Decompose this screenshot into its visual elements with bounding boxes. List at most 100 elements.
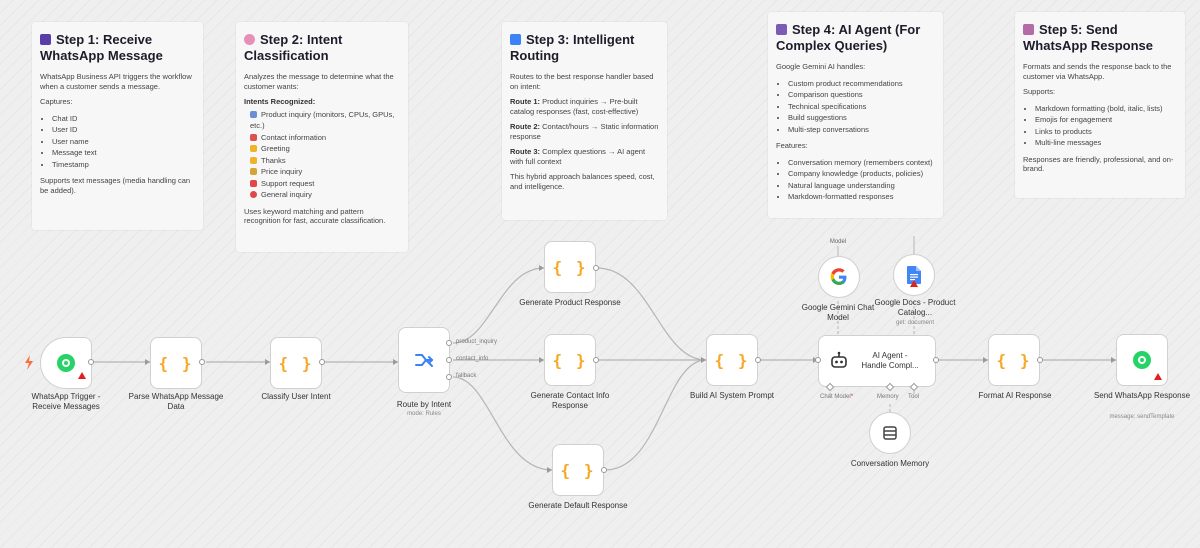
switch-route-icon: [415, 354, 434, 367]
whatsapp-trigger-label: WhatsApp Trigger - Receive Messages: [31, 392, 101, 411]
gemini-port-label: Model: [829, 239, 847, 245]
conversation-memory-label: Conversation Memory: [850, 459, 930, 468]
list-item: Links to products: [1035, 126, 1177, 138]
arrow-head: [265, 359, 270, 365]
google-g-icon: [830, 268, 847, 285]
generate-product-node[interactable]: { }: [544, 241, 596, 293]
note-step-1-footer: Supports text messages (media handling c…: [40, 176, 191, 195]
output-handle[interactable]: [199, 359, 205, 365]
ai-agent-label: AI Agent - Handle Compl...: [861, 351, 919, 370]
output-handle[interactable]: [593, 265, 599, 271]
input-handle[interactable]: [815, 357, 821, 363]
parse-message-node[interactable]: { }: [150, 337, 202, 389]
output-handle[interactable]: [319, 359, 325, 365]
code-braces-icon: { }: [996, 350, 1032, 370]
list-item: Contact information: [250, 132, 400, 144]
note-step-1-desc: WhatsApp Business API triggers the workf…: [40, 72, 192, 91]
arrow-head: [983, 357, 988, 363]
note-step-3-title: Step 3: Intelligent Routing: [510, 32, 635, 63]
classify-intent-label: Classify User Intent: [261, 392, 331, 401]
sos-icon: [250, 179, 257, 187]
note-step-1[interactable]: Step 1: Receive WhatsApp Message WhatsAp…: [32, 22, 203, 230]
note-step-2[interactable]: Step 2: Intent Classification Analyzes t…: [236, 22, 408, 252]
list-item: Natural language understanding: [788, 180, 935, 192]
note-step-2-desc: Analyzes the message to determine what t…: [244, 72, 394, 91]
praying-hands-icon: [250, 156, 257, 164]
list-item: Product inquiry (monitors, CPUs, GPUs, e…: [250, 109, 395, 130]
list-item: Conversation memory (remembers context): [788, 157, 935, 169]
robot-icon: [776, 24, 787, 35]
code-braces-icon: { }: [560, 460, 596, 480]
generate-default-node[interactable]: { }: [552, 444, 604, 496]
note-step-4-desc: Google Gemini AI handles:: [776, 62, 866, 71]
list-item: Chat ID: [52, 113, 195, 125]
format-response-node[interactable]: { }: [988, 334, 1040, 386]
arrow-head: [393, 359, 398, 365]
database-icon: [883, 426, 897, 440]
note-step-3-route-2: Route 2: Contact/hours → Static informat…: [510, 122, 659, 141]
port-label-product-inquiry: product_inquiry: [456, 339, 498, 345]
output-handle[interactable]: [1037, 357, 1043, 363]
whatsapp-icon: [1133, 351, 1151, 369]
money-bag-icon: [250, 168, 257, 175]
note-step-3[interactable]: Step 3: Intelligent Routing Routes to th…: [502, 22, 667, 220]
output-handle[interactable]: [755, 357, 761, 363]
list-item: User name: [52, 136, 195, 148]
output-handle-fallback[interactable]: [446, 374, 452, 380]
list-item: Multi-line messages: [1035, 137, 1177, 149]
list-item: Message text: [52, 147, 195, 159]
output-handle-contact[interactable]: [446, 357, 452, 363]
wire-route-default: [452, 376, 553, 471]
google-docs-node[interactable]: [893, 254, 935, 296]
port-label-contact-info: contact_info: [456, 356, 489, 362]
build-prompt-node[interactable]: { }: [706, 334, 758, 386]
note-step-5[interactable]: Step 5: Send WhatsApp Response Formats a…: [1015, 12, 1185, 198]
list-item: General inquiry: [250, 189, 400, 201]
warning-icon: [1154, 373, 1162, 380]
port-label-fallback: fallback: [456, 373, 477, 379]
arrow-head: [1111, 357, 1116, 363]
list-item: Emojis for engagement: [1035, 114, 1177, 126]
memory-port-label: Memory: [877, 394, 899, 400]
generate-default-label: Generate Default Response: [528, 501, 628, 510]
tool-port-label: Tool: [908, 394, 920, 400]
list-item: Multi-step conversations: [788, 124, 935, 136]
output-handle[interactable]: [88, 359, 94, 365]
note-step-4-features-label: Features:: [776, 141, 808, 150]
list-item: Support request: [250, 178, 400, 190]
note-step-3-route-3: Route 3: Complex questions → AI agent wi…: [510, 147, 646, 166]
note-step-2-intents: Product inquiry (monitors, CPUs, GPUs, e…: [244, 109, 400, 201]
question-mark-icon: [250, 191, 257, 198]
note-step-4-handles: Custom product recommendations Compariso…: [776, 78, 935, 136]
outbox-icon: [1023, 24, 1034, 35]
route-by-intent-label: Route by Intent: [396, 400, 452, 409]
list-item: Company knowledge (products, policies): [788, 168, 935, 180]
google-docs-icon: [907, 266, 921, 284]
route-by-intent-node[interactable]: [398, 327, 450, 393]
generate-contact-node[interactable]: { }: [544, 334, 596, 386]
gemini-model-label: Google Gemini Chat Model: [801, 303, 875, 322]
generate-contact-label: Generate Contact Info Response: [530, 391, 610, 410]
output-handle[interactable]: [933, 357, 939, 363]
note-step-3-route-1: Route 1: Product inquiries → Pre-built c…: [510, 97, 639, 116]
code-braces-icon: { }: [552, 257, 588, 277]
google-docs-label: Google Docs - Product Catalog...: [874, 298, 956, 317]
note-step-4-title: Step 4: AI Agent (For Complex Queries): [776, 22, 921, 53]
note-step-3-footer: This hybrid approach balances speed, cos…: [510, 172, 655, 191]
whatsapp-trigger-node[interactable]: [40, 337, 92, 389]
list-item: Markdown-formatted responses: [788, 191, 935, 203]
output-handle-product[interactable]: [446, 340, 452, 346]
ai-agent-node[interactable]: AI Agent - Handle Compl...: [818, 335, 936, 387]
gemini-model-node[interactable]: [818, 256, 860, 298]
build-prompt-label: Build AI System Prompt: [689, 391, 775, 400]
route-by-intent-mode: mode: Rules: [407, 411, 441, 417]
arrow-head: [145, 359, 150, 365]
robot-icon: [831, 351, 847, 368]
conversation-memory-node[interactable]: [869, 412, 911, 454]
note-step-4[interactable]: Step 4: AI Agent (For Complex Queries) G…: [768, 12, 943, 218]
classify-intent-node[interactable]: { }: [270, 337, 322, 389]
output-handle[interactable]: [601, 467, 607, 473]
output-handle[interactable]: [593, 357, 599, 363]
send-whatsapp-operation: message: sendTemplate: [1109, 414, 1175, 420]
format-response-label: Format AI Response: [978, 391, 1052, 400]
